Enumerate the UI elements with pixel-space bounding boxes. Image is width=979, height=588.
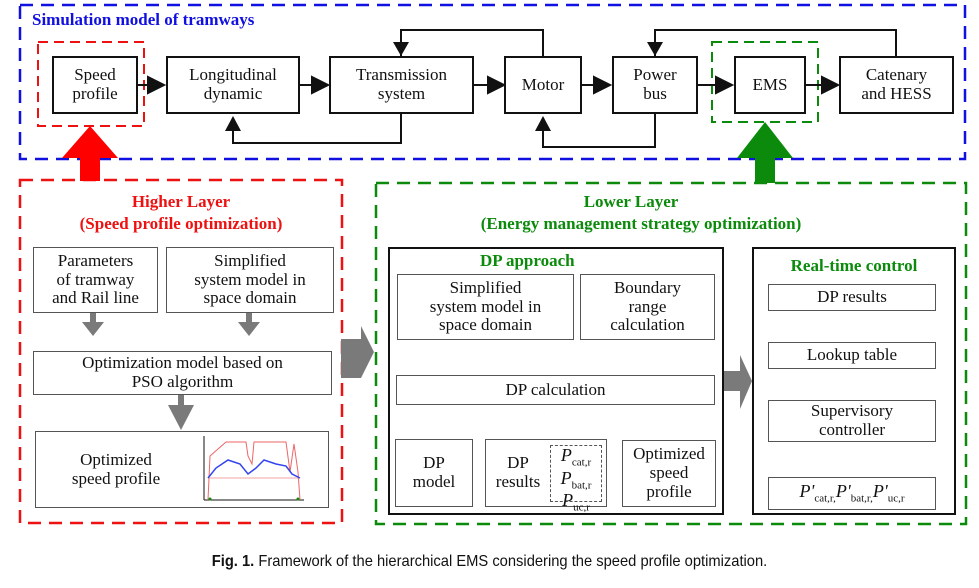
box-line: Optimized	[80, 449, 152, 469]
simulation-frame	[18, 3, 967, 161]
simplified-model-box: Simplified system model in space domain	[166, 247, 334, 313]
dp-simplified-model-box: Simplified system model in space domain	[397, 274, 574, 340]
box-line: speed profile	[71, 468, 161, 488]
figure-caption: Fig. 1. Framework of the hierarchical EM…	[39, 553, 940, 571]
feedback-arrowheads	[225, 42, 663, 131]
box-line: range	[628, 296, 667, 316]
block-label: and HESS	[861, 84, 932, 103]
box-line: space domain	[439, 315, 532, 335]
box-line: results	[495, 472, 541, 491]
var-sub: uc,r	[573, 501, 590, 514]
box-line: system model in	[194, 269, 306, 289]
box-line: Lookup table	[806, 345, 898, 365]
block-power-bus[interactable]: Power bus	[612, 56, 698, 114]
box-line: Optimization model based on	[82, 353, 283, 373]
box-line: DP results	[817, 287, 887, 307]
var-p-uc: Puc,r	[562, 491, 590, 514]
box-line: calculation	[610, 315, 685, 335]
box-line: DP calculation	[505, 379, 606, 399]
block-motor[interactable]: Motor	[504, 56, 582, 114]
dp-calculation-box: DP calculation	[396, 375, 715, 405]
out-p-uc: P'uc,r	[872, 481, 905, 505]
var-sym: P'	[835, 481, 851, 502]
caption-label: Fig. 1.	[211, 553, 255, 570]
feedback-lines	[232, 29, 897, 148]
block-longitudinal-dynamic[interactable]: Longitudinal dynamic	[166, 56, 300, 114]
box-line: Simplified	[449, 277, 522, 297]
green-up-arrow	[737, 122, 793, 183]
block-label: Transmission	[355, 65, 447, 85]
block-label: Longitudinal	[189, 65, 277, 85]
rt-dp-results-box: DP results	[768, 284, 936, 311]
block-label: Power	[633, 65, 677, 85]
box-line: Parameters	[57, 250, 134, 270]
ems-highlight	[711, 41, 819, 123]
box-line: and Rail line	[52, 288, 139, 308]
lower-layer-subtitle: (Energy management strategy optimization…	[480, 214, 802, 233]
boundary-range-box: Boundary range calculation	[580, 274, 715, 340]
block-label: dynamic	[203, 84, 263, 103]
caption-text: Framework of the hierarchical EMS consid…	[258, 553, 768, 570]
block-label: Speed	[74, 65, 116, 85]
box-line: Supervisory	[810, 401, 894, 421]
block-label: system	[377, 84, 426, 103]
dp-optimized-speed-box: Optimized speed profile	[622, 440, 716, 507]
realtime-control-title: Real-time control	[790, 256, 918, 275]
block-catenary-hess[interactable]: Catenary and HESS	[839, 56, 954, 114]
block-label: Catenary	[865, 65, 928, 85]
optimized-speed-profile-box: Optimized speed profile	[35, 431, 329, 508]
box-line: model	[412, 472, 456, 491]
block-ems[interactable]: EMS	[734, 56, 806, 114]
block-label: EMS	[752, 74, 788, 94]
var-p-bat: Pbat,r	[561, 469, 592, 492]
out-p-bat: P'bat,r,	[835, 481, 873, 505]
var-sub: cat,r	[571, 456, 592, 469]
var-sub: bat,r	[571, 479, 592, 492]
var-sym: P'	[872, 481, 888, 502]
box-line: of tramway	[56, 269, 135, 289]
var-sym: P	[560, 467, 572, 488]
dp-result-vars: Pcat,r Pbat,r Puc,r	[550, 445, 602, 513]
box-line: Boundary	[613, 277, 682, 297]
dp-model-box: DP model	[395, 439, 473, 507]
higher-layer-subtitle: (Speed profile optimization)	[79, 214, 283, 233]
block-speed-profile[interactable]: Speed profile	[52, 56, 138, 114]
box-line: system model in	[429, 296, 542, 316]
params-box: Parameters of tramway and Rail line	[33, 247, 158, 313]
var-sym: P	[562, 490, 574, 511]
box-line: profile	[646, 481, 692, 501]
box-line: PSO algorithm	[131, 372, 234, 391]
supervisory-controller-box: Supervisory controller	[768, 400, 936, 442]
box-line: controller	[818, 420, 886, 439]
dp-approach-title: DP approach	[480, 251, 575, 270]
block-transmission-system[interactable]: Transmission system	[329, 56, 474, 114]
output-powers-box: P'cat,r, P'bat,r, P'uc,r	[768, 477, 936, 510]
box-line: Optimized	[633, 444, 705, 464]
box-line: space domain	[203, 288, 297, 308]
box-line: speed	[649, 463, 689, 483]
out-p-cat: P'cat,r,	[799, 481, 836, 505]
optimization-model-box: Optimization model based on PSO algorith…	[33, 351, 332, 395]
var-sub: bat,r,	[850, 492, 873, 505]
box-line: DP	[507, 453, 529, 473]
block-label: profile	[72, 84, 118, 103]
var-sym: P	[560, 445, 572, 465]
block-label: bus	[643, 84, 667, 103]
var-sub: uc,r	[887, 492, 905, 505]
dp-results-box: DP results Pcat,r Pbat,r Puc,r	[485, 439, 607, 513]
lower-layer-title: Lower Layer	[583, 192, 679, 211]
higher-layer-title: Higher Layer	[131, 192, 231, 211]
var-sub: cat,r,	[814, 492, 836, 505]
block-label: Motor	[521, 74, 565, 94]
lower-layer-frame	[374, 181, 968, 526]
speed-profile-thumbnail	[203, 436, 304, 501]
forward-arrows	[138, 75, 841, 95]
simulation-title: Simulation model of tramways	[32, 10, 255, 29]
lookup-table-box: Lookup table	[768, 342, 936, 369]
box-line: Simplified	[214, 250, 286, 270]
var-sym: P'	[799, 481, 815, 502]
box-line: DP	[423, 453, 445, 473]
red-up-arrow	[62, 126, 118, 181]
var-p-cat: Pcat,r	[561, 446, 591, 469]
